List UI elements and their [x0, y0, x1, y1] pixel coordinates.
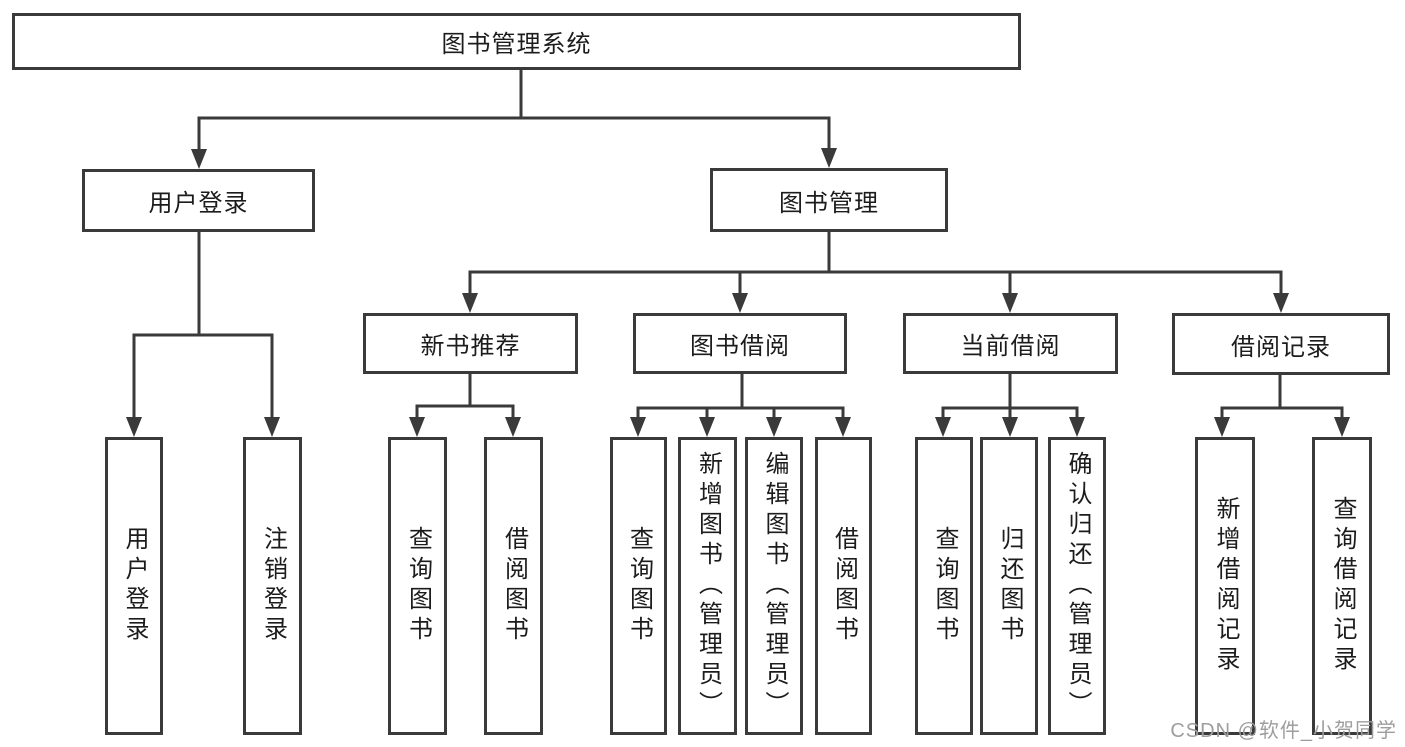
leaf-label: 用户登录 — [121, 526, 148, 646]
leaf-query-books-current: 查询图书 — [915, 437, 973, 735]
node-label: 用户登录 — [148, 190, 249, 217]
node-current-borrowing: 当前借阅 — [903, 313, 1118, 374]
leaf-label: 注销登录 — [259, 526, 287, 646]
leaf-label: 查询图书 — [931, 526, 958, 646]
node-borrowing-records: 借阅记录 — [1172, 313, 1390, 375]
leaf-query-books-recommendation: 查询图书 — [388, 437, 447, 735]
leaf-edit-books-admin: 编辑图书（管理员） — [745, 437, 803, 735]
leaf-label: 查询图书 — [404, 526, 432, 646]
leaf-query-books-borrowing: 查询图书 — [610, 437, 667, 735]
leaf-label: 查询借阅记录 — [1329, 496, 1356, 676]
leaf-query-borrow-record: 查询借阅记录 — [1312, 437, 1372, 735]
leaf-logout: 注销登录 — [243, 437, 302, 735]
node-new-book-recommendation: 新书推荐 — [363, 313, 578, 374]
leaf-label: 借阅图书 — [830, 526, 858, 646]
leaf-add-books-admin: 新增图书（管理员） — [678, 437, 737, 735]
node-label: 图书借阅 — [690, 333, 790, 360]
leaf-add-borrow-record: 新增借阅记录 — [1195, 437, 1255, 735]
node-label: 当前借阅 — [960, 333, 1061, 360]
node-library-management-system: 图书管理系统 — [12, 13, 1021, 70]
node-label: 借阅记录 — [1231, 333, 1331, 361]
csdn-watermark: CSDN @软件_小贺同学 — [1170, 720, 1397, 742]
leaf-label: 编辑图书（管理员） — [761, 451, 788, 721]
node-label: 新书推荐 — [420, 333, 521, 360]
node-label: 图书管理系统 — [441, 31, 592, 58]
node-book-borrowing: 图书借阅 — [633, 313, 847, 374]
leaf-borrow-books: 借阅图书 — [815, 437, 872, 735]
leaf-borrow-books-recommendation: 借阅图书 — [484, 437, 543, 735]
node-label: 图书管理 — [779, 189, 879, 217]
leaf-label: 归还图书 — [996, 526, 1023, 646]
node-user-login: 用户登录 — [82, 169, 315, 232]
leaf-confirm-return-admin: 确认归还（管理员） — [1048, 437, 1106, 735]
leaf-user-login: 用户登录 — [105, 437, 163, 735]
node-book-management: 图书管理 — [710, 168, 948, 232]
leaf-label: 借阅图书 — [500, 526, 528, 646]
leaf-label: 新增图书（管理员） — [694, 451, 722, 721]
leaf-return-books: 归还图书 — [980, 437, 1038, 735]
leaf-label: 新增借阅记录 — [1212, 496, 1239, 676]
leaf-label: 确认归还（管理员） — [1064, 451, 1091, 721]
leaf-label: 查询图书 — [625, 526, 653, 646]
